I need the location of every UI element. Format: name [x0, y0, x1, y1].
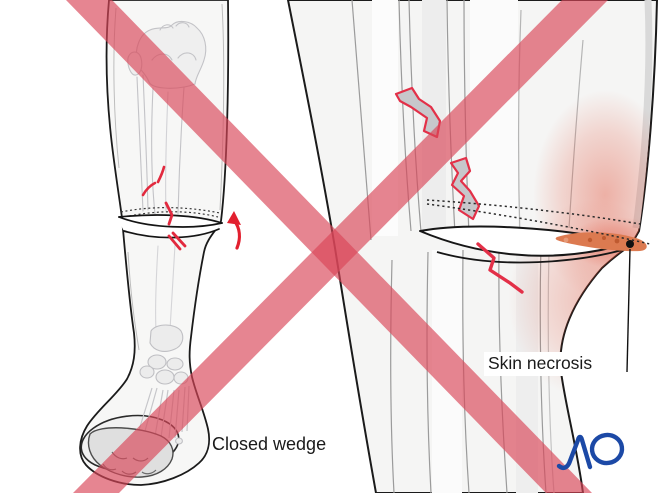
fibula-shaft [136, 76, 144, 212]
skin-necrosis-annotation: Skin necrosis [484, 352, 598, 376]
necrosis-marker-dot [626, 240, 634, 248]
ao-logo-letter-o [589, 432, 625, 466]
cross-band-ascending [73, 0, 608, 493]
right-osteotomy-dotted-lines [426, 199, 651, 245]
left-closed-wedge-osteotomy [118, 201, 223, 251]
fracture-fragment-lower [449, 156, 481, 221]
tibia-shaft [151, 87, 156, 215]
closing-direction-arrow-icon [227, 211, 241, 250]
skin-necrosis-area [555, 232, 647, 252]
left-fracture-lines [164, 201, 187, 251]
fibula-fracture-marks [141, 165, 166, 197]
closed-wedge-caption: Closed wedge [212, 434, 327, 454]
necrosis-leader-line [626, 248, 631, 373]
fracture-line-below-wedge [476, 242, 524, 294]
prohibition-cross-icon [66, 0, 608, 493]
ao-logo-letter-a [556, 434, 593, 470]
ao-logo [556, 432, 625, 470]
